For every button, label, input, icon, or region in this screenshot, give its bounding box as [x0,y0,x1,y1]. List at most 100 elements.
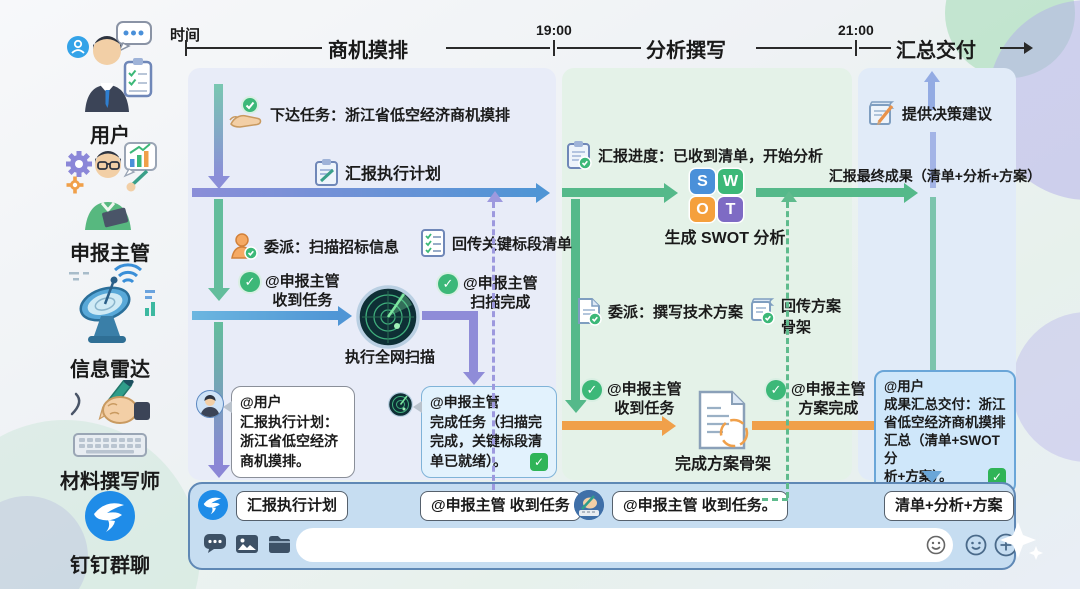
chat-message-1[interactable]: 汇报执行计划 [236,491,349,521]
scan-done-text: @申报主管 扫描完成 [463,275,538,311]
emoji-icon[interactable] [965,534,987,556]
dashed-connector-green [762,498,788,501]
final-result-text: 汇报最终成果（清单+分析+方案） [828,168,1042,184]
decor-circle-lavender-right [1012,312,1080,462]
chat-input[interactable] [296,528,953,562]
role-dingtalk: 钉钉群聊 [32,490,188,578]
delivery-box-text: @用户 成果汇总交付：浙江 省低空经济商机摸排 汇总（清单+SWOT分 析+方案… [884,379,1006,484]
folder-icon[interactable] [268,535,291,553]
delivery-box-tail [922,471,942,483]
label-delegate-write: 委派：撰写技术方案 [576,296,743,326]
timeline-segment [756,47,852,49]
arrow-radar-elbow-h [422,311,478,320]
check-circle-icon: ✓ [240,272,260,292]
role-writer: 材料撰写师 [32,376,188,494]
flow-bubble-radar: @申报主管 完成任务（扫描完 完成，关键标段清 单已就绪）。 ✓ [413,386,557,478]
check-circle-icon: ✓ [582,380,602,400]
role-label-radar: 信息雷达 [70,359,150,381]
role-label-supervisor: 申报主管 [70,243,150,265]
document-skeleton-icon [698,390,749,450]
chat-avatar-dingtalk[interactable] [198,490,228,520]
label-scan-done: ✓ @申报主管 扫描完成 [438,274,538,312]
role-user: 用户 [32,20,188,148]
line-blue-vertical [930,132,936,188]
arrow-orange-2 [752,415,900,436]
message-icon[interactable] [204,534,226,553]
check-circle-icon: ✓ [438,274,458,294]
delegate-scan-text: 委派：扫描招标信息 [264,238,400,256]
label-return-list: 回传关键标段清单 [420,228,572,258]
sparkle-decoration [1000,522,1043,560]
timeline-segment [859,47,891,49]
doc-check-icon [578,298,602,326]
timeline-start-tick [185,40,187,56]
label-radar-action: 执行全网扫描 [322,346,458,367]
label-delegate-scan: 委派：扫描招标信息 [230,232,399,260]
flow-bubble-user-text: @用户 汇报执行计划： 浙江省低空经济 商机摸排。 [240,394,338,469]
chat-message-2[interactable]: @申报主管 收到任务 [420,491,581,521]
phase-label-2: 分析撰写 [646,40,726,62]
radar-action-text: 执行全网扫描 [344,349,435,366]
label-final-result: 汇报最终成果（清单+分析+方案） [815,166,1055,186]
hand-check-icon [229,96,262,128]
timeline-tick-19 [553,40,555,56]
return-skeleton-text: 回传方案 骨架 [781,298,842,336]
arrow-up-to-header [923,71,940,110]
writer-avatar-icon [574,490,604,520]
image-icon[interactable] [236,535,258,553]
chat-message-4-tail [1004,498,1013,512]
mini-user-avatar [196,390,224,418]
timeline-segment [187,47,322,49]
flow-bubble-radar-text: @申报主管 完成任务（扫描完 完成，关键标段清 单已就绪）。 [430,394,542,469]
arrow-report-plan [192,182,550,203]
label-supervisor-received-2: ✓ @申报主管 收到任务 [582,380,682,418]
arrow-to-swot [562,182,678,203]
chat-message-4[interactable]: 清单+分析+方案 [884,491,1014,521]
arrow-phase2-down [564,199,587,413]
plan-done-text: @申报主管 方案完成 [791,381,866,417]
user-avatar-icon [67,21,153,112]
arrow-orange-1 [562,415,676,436]
label-plan-done: ✓ @申报主管 方案完成 [766,380,866,418]
label-return-skeleton: 回传方案 骨架 [748,296,841,338]
dashed-line-purple [487,191,503,490]
label-assign-task: 下达任务：浙江省低空经济商机摸排 [228,96,510,132]
dingtalk-logo-icon [85,491,135,541]
role-radar: 信息雷达 [32,256,188,382]
timeline-tick-21 [855,40,857,56]
swot-tile-w: W [718,169,743,194]
radar-dish-icon [68,263,155,343]
timeline-segment [446,47,550,49]
timeline-time-label: 时间 [170,27,201,44]
emoji-icon-inside[interactable] [926,535,946,555]
phase-label-1: 商机摸排 [328,40,408,62]
done-check-icon: ✓ [988,468,1006,486]
label-advice: 提供决策建议 [866,98,992,128]
advice-text: 提供决策建议 [902,105,993,123]
clipboard-check-icon [567,141,592,170]
line-teal-vertical [930,197,936,370]
flow-bubble-user: @用户 汇报执行计划： 浙江省低空经济 商机摸排。 [223,386,355,478]
label-report-plan: 汇报执行计划 [314,158,441,186]
scroll-check-icon [751,298,775,325]
checklist-icon [421,229,445,257]
timeline-hour-21: 21:00 [838,22,874,38]
role-label-user: 用户 [90,125,130,147]
supervisor-avatar-icon [65,142,157,230]
role-label-writer: 材料撰写师 [60,471,160,493]
timeline-segment [557,47,641,49]
chat-message-3[interactable]: @申报主管 收到任务。 [612,491,788,521]
person-check-icon [231,233,258,260]
dashed-line-green [781,191,797,498]
chat-avatar-writer[interactable] [574,490,604,520]
arrow-supervisor-down [207,199,230,301]
timeline-hour-19: 19:00 [536,22,572,38]
dingtalk-logo-icon [198,490,228,520]
assign-task-text: 下达任务：浙江省低空经济商机摸排 [270,106,511,124]
radar-scan-icon [356,285,420,349]
writer-hand-icon [70,376,150,457]
done-check-icon: ✓ [530,453,548,471]
delivery-box: @用户 成果汇总交付：浙江 省低空经济商机摸排 汇总（清单+SWOT分 析+方案… [874,370,1016,494]
label-supervisor-received-1: ✓ @申报主管 收到任务 [240,272,340,310]
